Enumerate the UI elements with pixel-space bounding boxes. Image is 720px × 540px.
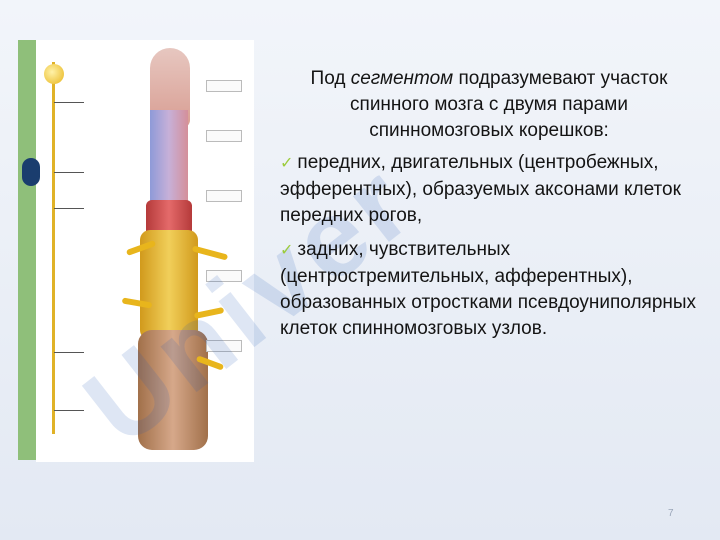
list-item: ✓задних, чувствительных (центростремител… <box>280 237 698 342</box>
slide-text: Под сегментом подразумевают участок спин… <box>280 66 698 350</box>
label-leader <box>54 410 84 411</box>
annotation-box <box>206 130 242 142</box>
checkmark-icon: ✓ <box>280 242 294 259</box>
list-item: ✓передних, двигательных (центробежных, э… <box>280 150 698 229</box>
anatomy-illustration <box>36 40 254 462</box>
annotation-box <box>206 190 242 202</box>
annotation-box <box>206 270 242 282</box>
slide-bullet-shape <box>22 158 40 186</box>
nerve-line <box>52 62 55 434</box>
label-leader <box>54 208 84 209</box>
spinal-cord-lower <box>138 330 208 450</box>
intro-post: подразумевают участок спинного мозга с д… <box>350 68 668 141</box>
spinal-cord-middle <box>140 230 198 340</box>
page-number: 7 <box>668 508 674 519</box>
list-item-text: передних, двигательных (центробежных, эф… <box>280 152 681 226</box>
ganglion-node <box>44 64 64 84</box>
checkmark-icon: ✓ <box>280 155 294 172</box>
annotation-box <box>206 340 242 352</box>
label-leader <box>54 352 84 353</box>
intro-pre: Под <box>310 68 351 89</box>
label-leader <box>54 102 84 103</box>
label-leader <box>54 172 84 173</box>
intro-paragraph: Под сегментом подразумевают участок спин… <box>280 66 698 144</box>
annotation-box <box>206 80 242 92</box>
intro-term: сегментом <box>350 68 454 89</box>
list-item-text: задних, чувствительных (центростремитель… <box>280 239 697 339</box>
